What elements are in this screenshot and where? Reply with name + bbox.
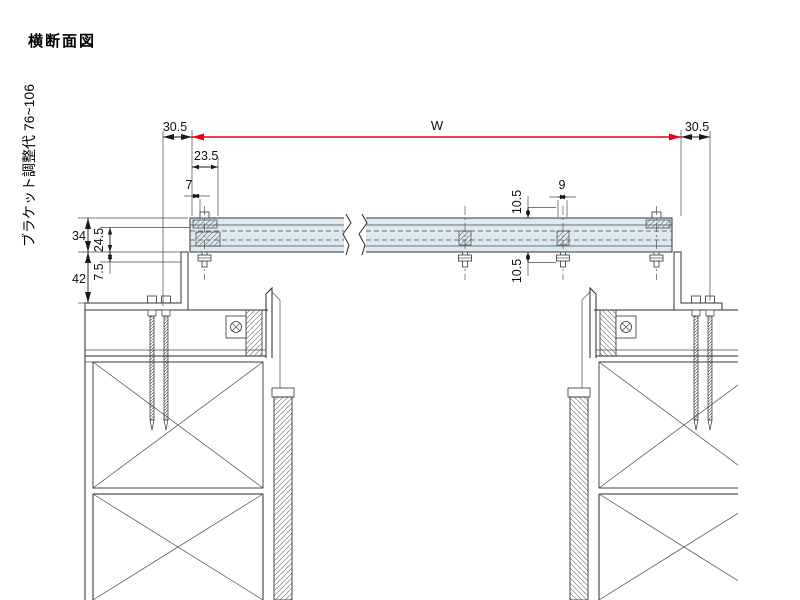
dim-label-inset: 23.5 <box>194 149 218 163</box>
dim-label-bolt-width: 9 <box>559 178 566 192</box>
left-wall-section <box>84 287 295 600</box>
track-body <box>189 217 673 253</box>
dim-label-rail-height: 34 <box>72 229 86 243</box>
dim-label-lip: 7 <box>186 178 193 192</box>
dimension-labels: 30.5 W 30.5 23.5 7 34 42 24.5 7.5 10.5 9… <box>72 118 709 286</box>
dimension-lines <box>85 133 710 303</box>
track-bolts <box>197 251 664 268</box>
right-bracket <box>673 251 723 311</box>
dim-label-step: 7.5 <box>92 263 106 280</box>
dim-label-w: W <box>431 118 444 133</box>
page-title: 横断面図 <box>28 32 96 50</box>
dim-label-bracket-drop: 42 <box>72 272 86 286</box>
bracket-adjustment-label: ブラケット調整代 76~106 <box>21 84 37 247</box>
right-bracket-screws <box>689 295 717 431</box>
dim-label-right-offset: 30.5 <box>685 120 709 134</box>
dim-label-bottom-gap: 10.5 <box>510 259 524 283</box>
extension-lines <box>78 130 711 306</box>
right-wall-section <box>567 287 738 600</box>
track-assembly <box>189 206 673 280</box>
dim-label-left-offset: 30.5 <box>163 120 187 134</box>
left-bracket-screws <box>145 295 173 431</box>
dim-label-rail-inner: 24.5 <box>92 228 106 252</box>
dim-label-top-gap: 10.5 <box>510 190 524 214</box>
